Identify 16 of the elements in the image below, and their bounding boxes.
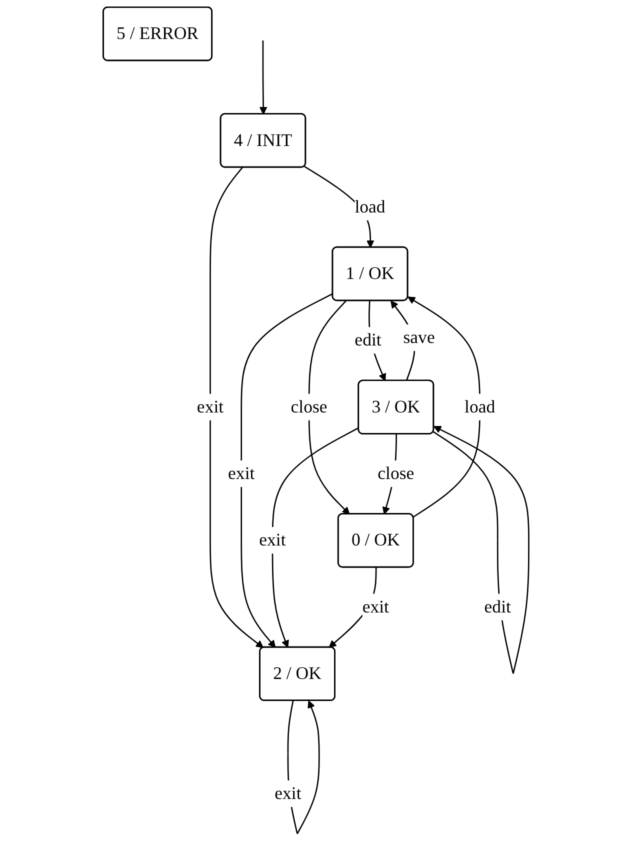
edge-label: close — [290, 394, 328, 420]
state-box: 4 / INIT — [220, 113, 306, 168]
state-box: 5 / ERROR — [102, 6, 213, 62]
state-box: 3 / OK — [358, 380, 434, 434]
edge-label: exit — [196, 394, 224, 420]
edge-label: exit — [274, 780, 302, 808]
edge-label: close — [378, 460, 414, 488]
state-box: 2 / OK — [259, 646, 336, 702]
state-box: 0 / OK — [337, 513, 414, 568]
edge-label: exit — [259, 527, 286, 554]
state-box: 1 / OK — [332, 246, 408, 302]
edge-label: edit — [354, 327, 382, 354]
edge-label: exit — [228, 460, 255, 488]
edge-label: load — [464, 394, 496, 420]
edge-label: edit — [484, 594, 511, 620]
edge-label: save — [403, 324, 435, 352]
